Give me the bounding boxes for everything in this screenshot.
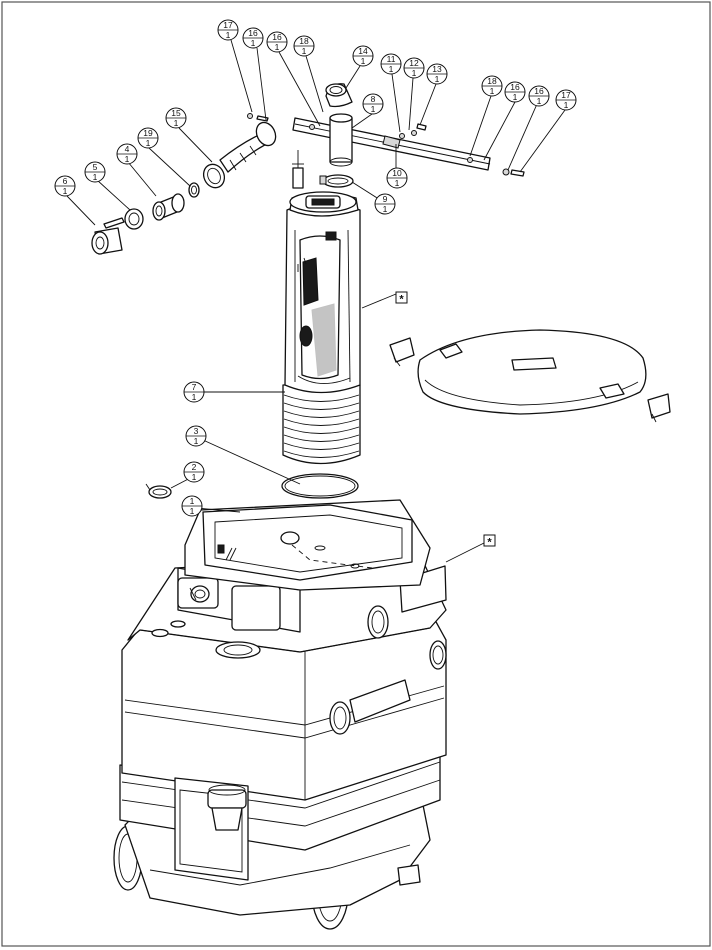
callout-quantity: 1	[389, 64, 394, 74]
callout-number: 9	[383, 194, 388, 204]
mounting-bracket-left	[389, 337, 415, 367]
callout-c5: 5 1	[84, 161, 106, 183]
callout-c13: 13 1	[426, 63, 448, 85]
ball-valve	[91, 217, 125, 255]
callout-quantity: 1	[251, 38, 256, 48]
union-nut	[124, 208, 144, 230]
callout-number: 2	[192, 462, 197, 472]
callout-quantity: 1	[192, 392, 197, 402]
callout-number: 17	[561, 90, 571, 100]
callout-number: 6	[63, 176, 68, 186]
callout-quantity: 1	[361, 56, 366, 66]
leader-lines	[66, 39, 566, 563]
callout-c1: 1 1	[181, 495, 203, 517]
callout-quantity: 1	[146, 138, 151, 148]
callout-number: 8	[371, 94, 376, 104]
callout-quantity: 1	[513, 92, 518, 102]
callout-quantity: 1	[395, 178, 400, 188]
pipe-clamp	[319, 174, 354, 188]
callout-quantity: 1	[537, 96, 542, 106]
callout-c18b: 18 1	[481, 75, 503, 97]
callout-number: 10	[392, 168, 402, 178]
callout-quantity: 1	[174, 118, 179, 128]
callout-number: 5	[93, 162, 98, 172]
callout-number: 12	[409, 58, 419, 68]
callout-number: 13	[432, 64, 442, 74]
hose-washer	[188, 182, 200, 198]
callout-quantity: 1	[435, 74, 440, 84]
callout-c17b: 17 1	[555, 89, 577, 111]
tank-body	[113, 499, 447, 930]
retaining-clip	[145, 483, 172, 499]
callout-quantity: 1	[93, 172, 98, 182]
elbow-fitting	[325, 83, 353, 108]
callout-number: 16	[272, 32, 282, 42]
star-symbol: *	[487, 537, 492, 549]
callout-number: 11	[387, 54, 396, 64]
callout-quantity: 1	[226, 30, 231, 40]
mounting-bracket-right	[647, 393, 671, 423]
callout-quantity: 1	[490, 86, 495, 96]
star-marker-pump: *	[395, 291, 408, 306]
callout-number: 4	[125, 144, 130, 154]
callout-number: 7	[192, 382, 197, 392]
callout-number: 16	[534, 86, 544, 96]
callout-number: 17	[223, 20, 233, 30]
callout-c4: 4 1	[116, 143, 138, 165]
callout-c9: 9 1	[374, 193, 396, 215]
callout-number: 18	[299, 36, 309, 46]
callout-quantity: 1	[412, 68, 417, 78]
callout-number: 1	[190, 496, 195, 506]
callout-c7: 7 1	[183, 381, 205, 403]
flexible-hose	[202, 121, 277, 189]
callout-c19: 19 1	[137, 127, 159, 149]
callout-c10: 10 1	[386, 167, 408, 189]
callout-number: 16	[248, 28, 258, 38]
star-marker-tank: *	[483, 534, 496, 549]
callout-c18a: 18 1	[293, 35, 315, 57]
callout-quantity: 1	[125, 154, 130, 164]
callout-c11: 11 1	[380, 53, 402, 75]
callout-c6: 6 1	[54, 175, 76, 197]
callout-number: 16	[510, 82, 520, 92]
lid-cover	[417, 329, 647, 415]
callout-number: 19	[143, 128, 153, 138]
grinder-pump-unit	[282, 150, 361, 465]
callout-quantity: 1	[63, 186, 68, 196]
callout-c12: 12 1	[403, 57, 425, 79]
callout-quantity: 1	[194, 436, 199, 446]
callout-quantity: 1	[371, 104, 376, 114]
callout-c14: 14 1	[352, 45, 374, 67]
callout-quantity: 1	[564, 100, 569, 110]
callout-number: 18	[487, 76, 497, 86]
star-symbol: *	[399, 294, 404, 306]
callout-c16d: 16 1	[528, 85, 550, 107]
callout-c16c: 16 1	[504, 81, 526, 103]
callout-c15: 15 1	[165, 107, 187, 129]
callout-number: 14	[358, 46, 368, 56]
threaded-adapter	[152, 193, 185, 221]
callout-c16b: 16 1	[266, 31, 288, 53]
callout-c8: 8 1	[362, 93, 384, 115]
callout-quantity: 1	[275, 42, 280, 52]
o-ring-seal	[281, 473, 359, 499]
callout-c16a: 16 1	[242, 27, 264, 49]
callout-c17a: 17 1	[217, 19, 239, 41]
callout-quantity: 1	[302, 46, 307, 56]
callout-c2: 2 1	[183, 461, 205, 483]
callout-quantity: 1	[192, 472, 197, 482]
callout-number: 3	[194, 426, 199, 436]
callout-quantity: 1	[190, 506, 195, 516]
discharge-pipe	[329, 113, 353, 167]
callout-number: 15	[171, 108, 181, 118]
callout-quantity: 1	[383, 204, 388, 214]
guide-rail	[292, 117, 491, 171]
callout-c3: 3 1	[185, 425, 207, 447]
